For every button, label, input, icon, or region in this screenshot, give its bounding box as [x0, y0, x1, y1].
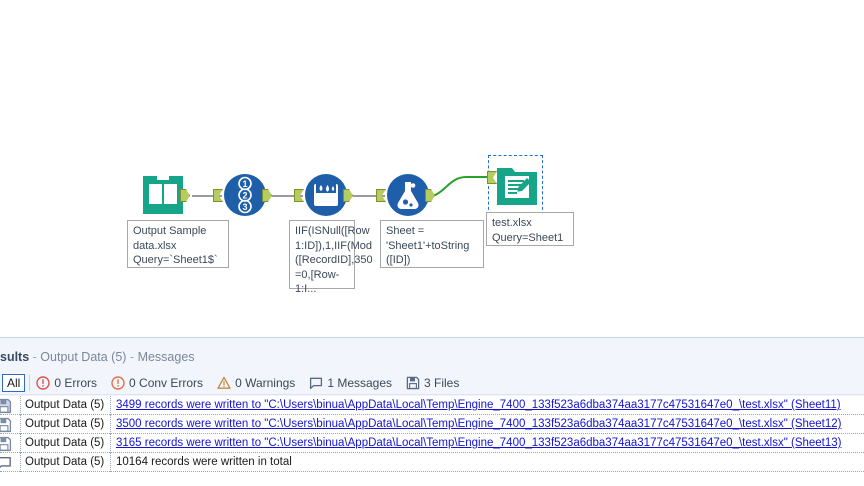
- filter-files-button[interactable]: 3 Files: [400, 373, 467, 393]
- row-tool-cell: Output Data (5): [21, 452, 111, 472]
- annotation-output-data: test.xlsx Query=Sheet1: [486, 212, 574, 246]
- toolbar-divider: [29, 374, 31, 391]
- workflow-canvas[interactable]: Output Sample data.xlsx Query=`Sheet1$` …: [0, 0, 864, 337]
- row-icon-cell: [0, 452, 21, 472]
- results-header-section: Messages: [137, 350, 195, 364]
- file-save-icon: [406, 376, 420, 390]
- output-anchor-formula[interactable]: [425, 189, 435, 202]
- row-icon-cell: [0, 433, 21, 453]
- results-filter-toolbar[interactable]: All 0 Errors: [0, 371, 864, 395]
- results-header-sep-1: -: [29, 350, 41, 364]
- table-row[interactable]: Output Data (5) 3165 records were writte…: [0, 433, 864, 453]
- file-save-icon: [0, 436, 12, 452]
- message-balloon-icon: [0, 455, 11, 469]
- filter-warnings-label: 0 Warnings: [235, 375, 296, 390]
- row-message-cell: 10164 records were written in total: [116, 456, 292, 468]
- filter-all-button[interactable]: All: [2, 373, 26, 392]
- svg-text:2: 2: [242, 191, 247, 201]
- output-anchor-input-data[interactable]: [180, 189, 190, 202]
- table-row[interactable]: Output Data (5) 10164 records were writt…: [0, 452, 864, 472]
- row-message-cell[interactable]: 3499 records were written to "C:\Users\b…: [116, 399, 841, 411]
- results-header-tool: Output Data (5): [40, 350, 127, 364]
- table-row[interactable]: Output Data (5) 3499 records were writte…: [0, 395, 864, 415]
- svg-text:3: 3: [242, 202, 247, 212]
- results-message-grid[interactable]: Output Data (5) 3499 records were writte…: [0, 395, 864, 486]
- filter-conv-errors-button[interactable]: 0 Conv Errors: [105, 373, 211, 393]
- formula-flask-icon: [387, 174, 429, 216]
- annotation-multi-row-formula: IIF(ISNull([Row 1:ID]),1,IIF(Mod ([Recor…: [289, 220, 373, 295]
- output-data-icon: [497, 168, 537, 205]
- output-anchor-multi-row-formula[interactable]: [343, 189, 353, 202]
- file-save-icon: [0, 417, 12, 433]
- connection-wire-1: [192, 195, 222, 197]
- results-header-sep-2: -: [126, 350, 138, 364]
- annotation-input-data: Output Sample data.xlsx Query=`Sheet1$`: [127, 220, 229, 268]
- row-message-cell[interactable]: 3165 records were written to "C:\Users\b…: [116, 437, 842, 449]
- table-row[interactable]: Output Data (5) 3500 records were writte…: [0, 414, 864, 434]
- filter-errors-label: 0 Errors: [54, 375, 98, 390]
- tool-output-data[interactable]: [494, 163, 540, 209]
- message-balloon-icon: [309, 376, 323, 390]
- filter-files-label: 3 Files: [424, 375, 460, 390]
- filter-errors-button[interactable]: 0 Errors: [30, 373, 105, 393]
- row-tool-cell: Output Data (5): [21, 395, 111, 415]
- file-save-icon: [0, 398, 12, 414]
- error-circle-icon: [36, 375, 51, 390]
- svg-text:1: 1: [242, 179, 247, 189]
- row-icon-cell: [0, 414, 21, 434]
- conv-error-circle-icon: [111, 375, 125, 390]
- filter-messages-button[interactable]: 1 Messages: [303, 373, 400, 393]
- connection-wire-3: [353, 195, 385, 197]
- connection-wire-2: [272, 195, 303, 197]
- results-title: sults: [0, 350, 30, 364]
- row-tool-cell: Output Data (5): [21, 414, 111, 434]
- tool-formula[interactable]: [385, 172, 431, 218]
- results-panel-header: sults - Output Data (5) - Messages: [0, 346, 864, 368]
- warning-triangle-icon: [217, 376, 231, 390]
- tool-multi-row-formula[interactable]: [303, 172, 349, 218]
- filter-messages-label: 1 Messages: [327, 375, 393, 390]
- output-anchor-record-id[interactable]: [262, 189, 272, 202]
- results-panel: sults - Output Data (5) - Messages All 0…: [0, 337, 864, 486]
- filter-warnings-button[interactable]: 0 Warnings: [211, 373, 303, 393]
- filter-conv-errors-label: 0 Conv Errors: [129, 375, 204, 390]
- multi-row-formula-icon: [305, 174, 347, 216]
- row-tool-cell: Output Data (5): [21, 433, 111, 453]
- row-icon-cell: [0, 395, 21, 415]
- row-message-cell[interactable]: 3500 records were written to "C:\Users\b…: [116, 418, 842, 430]
- input-data-book-icon: [143, 176, 183, 214]
- tool-input-data[interactable]: [140, 172, 186, 218]
- annotation-formula: Sheet = 'Sheet1'+toString ([ID]): [380, 220, 484, 268]
- record-id-123-icon: 1 2 3: [224, 174, 266, 216]
- tool-record-id[interactable]: 1 2 3: [222, 172, 268, 218]
